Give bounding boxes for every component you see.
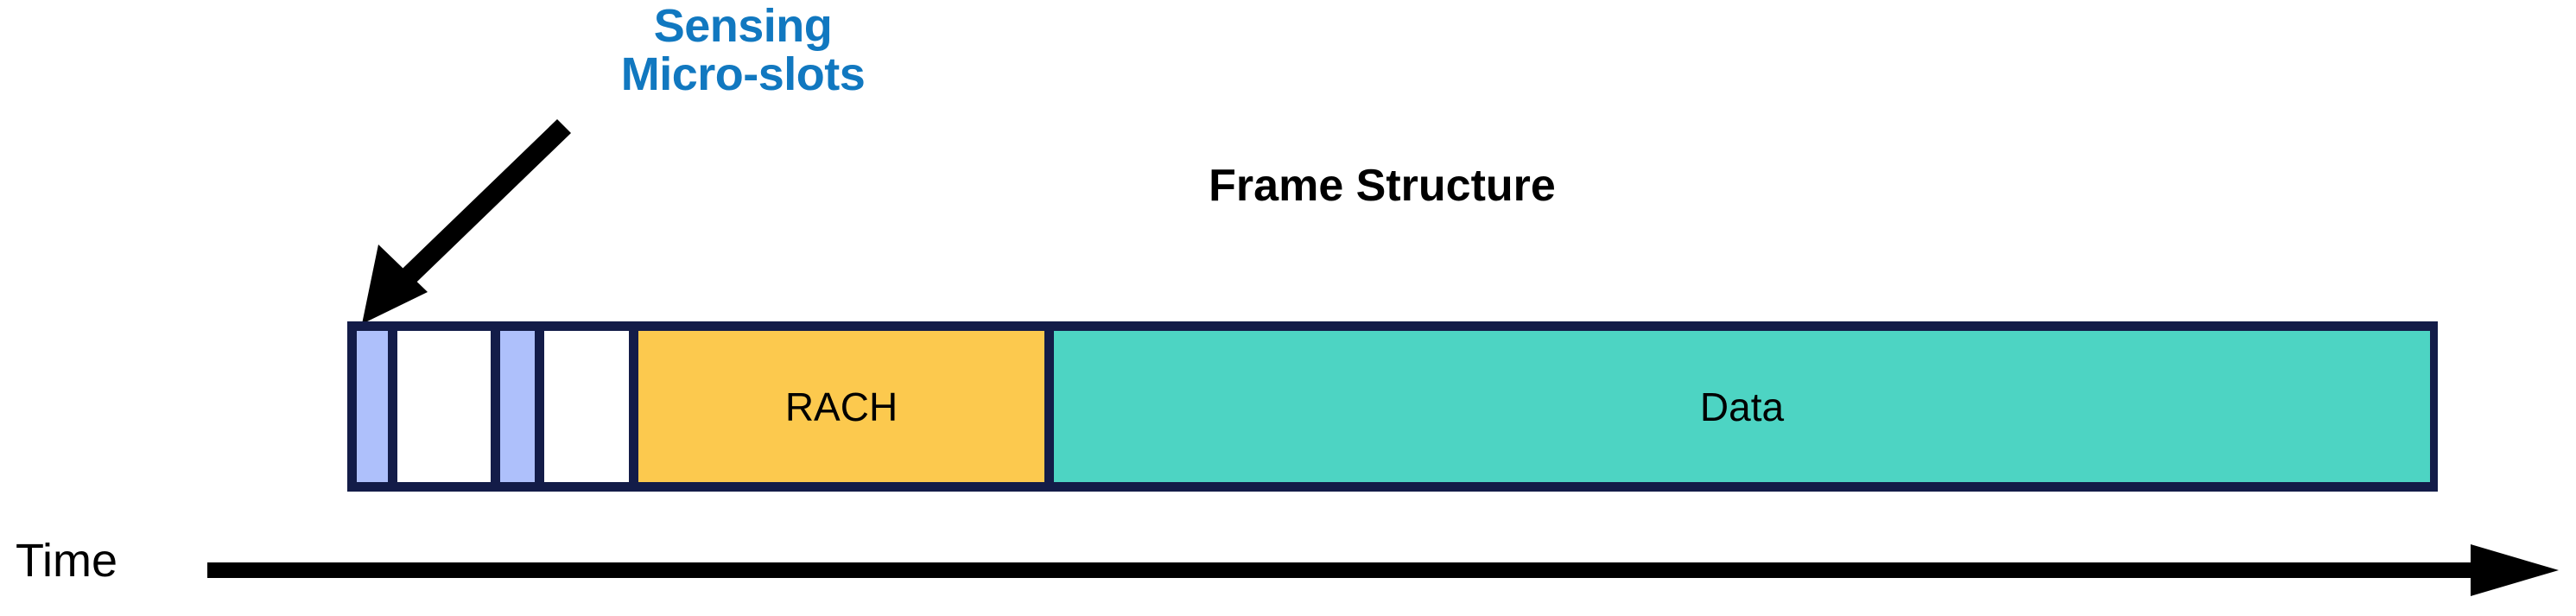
time-axis-label: Time — [16, 535, 117, 587]
callout-label-line1: Sensing — [653, 0, 833, 52]
diagram-title: Frame Structure — [1209, 161, 1556, 211]
empty-slot-2[interactable] — [544, 331, 629, 482]
sensing-micro-slot-1[interactable] — [357, 331, 388, 482]
callout-label-line2: Micro-slots — [620, 48, 866, 101]
frame-bar: RACH Data — [347, 321, 2438, 492]
empty-slot-1[interactable] — [397, 331, 491, 482]
data-segment[interactable]: Data — [1054, 331, 2430, 482]
sensing-micro-slots-callout-label: Sensing Micro-slots — [553, 2, 933, 98]
rach-segment[interactable]: RACH — [638, 331, 1044, 482]
arrow-right-icon — [207, 544, 2559, 596]
sensing-micro-slot-2[interactable] — [500, 331, 535, 482]
